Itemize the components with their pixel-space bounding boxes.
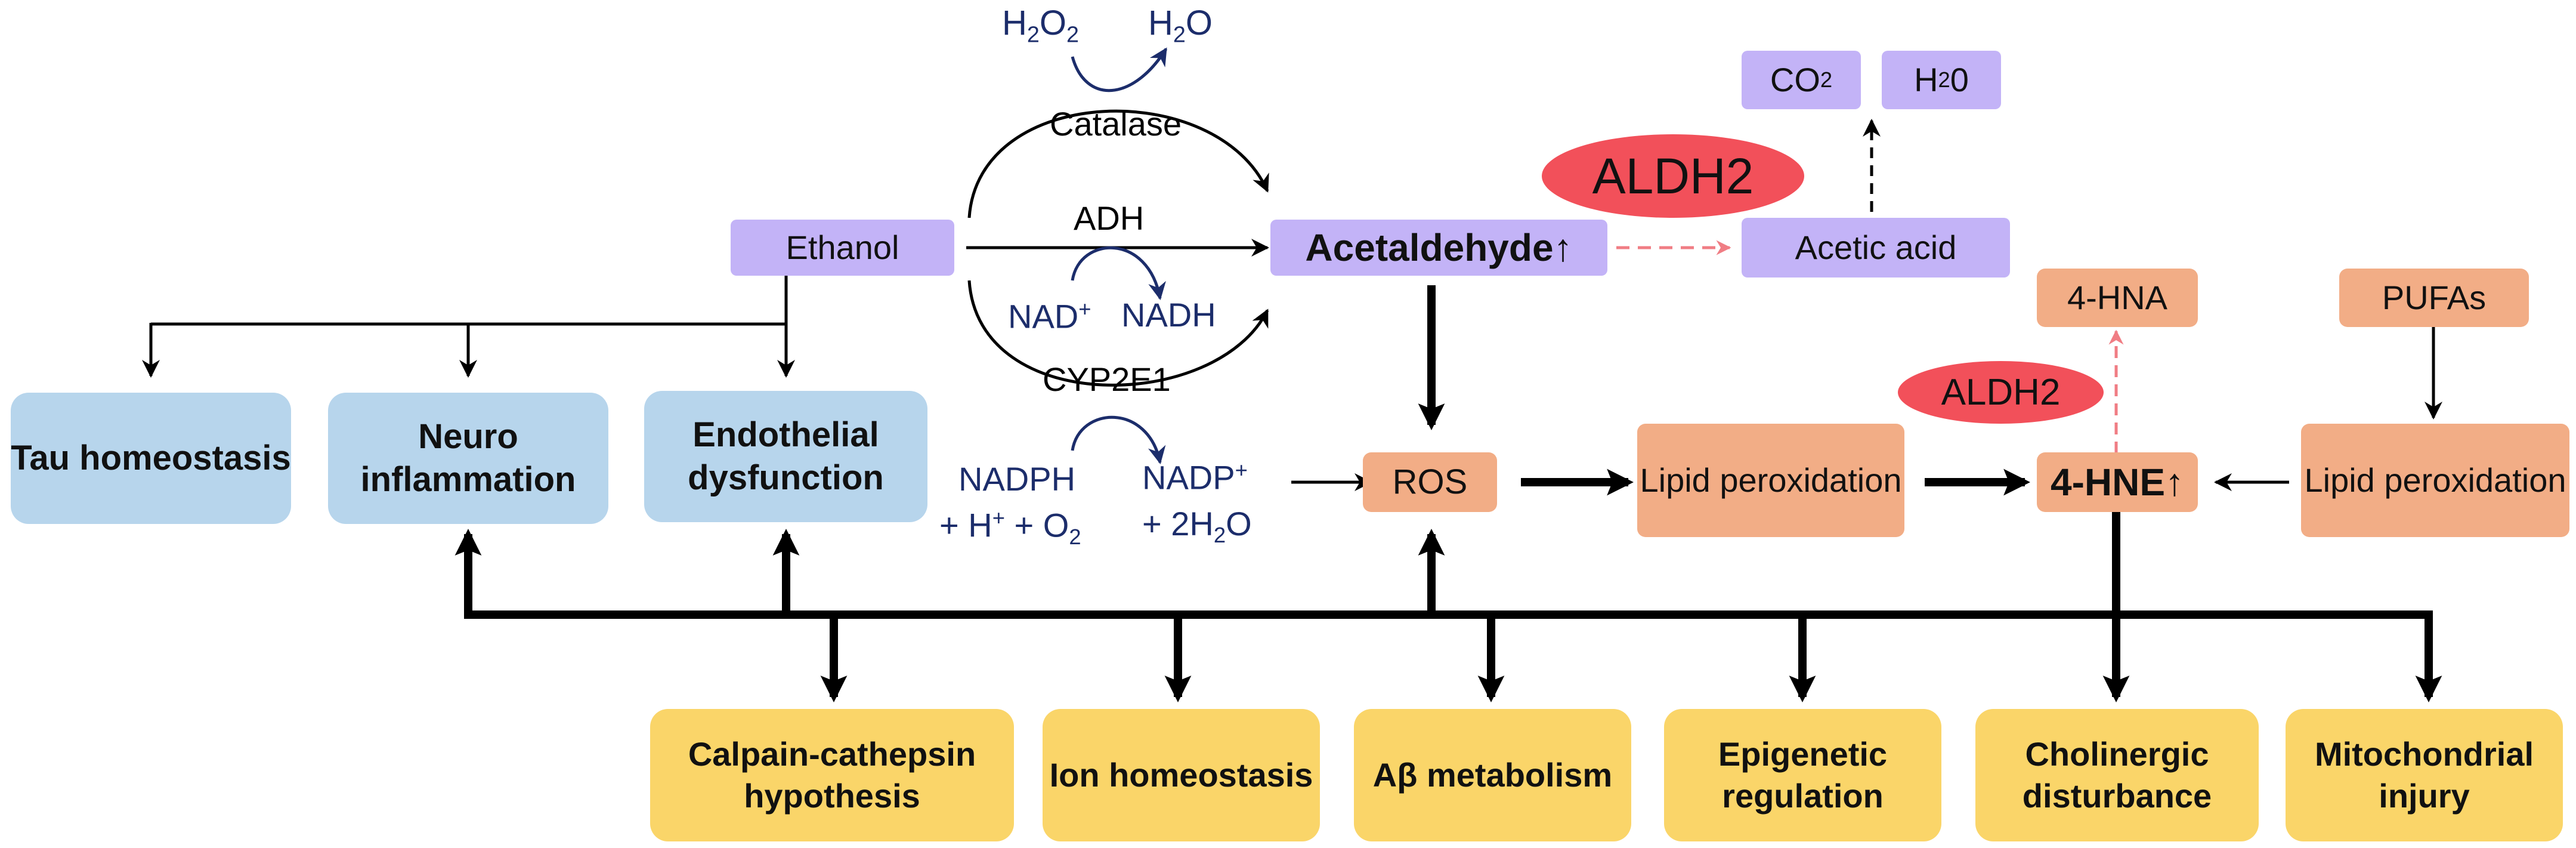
lipid-peroxidation-node: Lipid peroxidation [1637, 424, 1904, 537]
cyp2e1-label: CYP2E1 [1043, 360, 1171, 398]
cholinergic-disturbance-box: Cholinergic disturbance [1975, 709, 2259, 841]
ros-node: ROS [1363, 452, 1497, 512]
catalase-arc [967, 109, 1269, 218]
catalase-label: Catalase [1050, 105, 1182, 143]
h2o2-label: H2O2 [1002, 4, 1079, 47]
mitochondrial-injury-box: Mitochondrial injury [2286, 709, 2563, 841]
nadph-label: NADPH [958, 460, 1076, 498]
adh-label: ADH [1074, 199, 1145, 237]
nadph-cofactor-arc [1071, 415, 1166, 464]
calpain-cathepsin-box: Calpain-cathepsin hypothesis [650, 709, 1014, 841]
nad-cofactor-arc [1071, 246, 1166, 300]
acetic-acid-node: Acetic acid [1742, 218, 2010, 277]
aldh2-ellipse-mid: ALDH2 [1898, 361, 2104, 424]
cyp2e1-arc [967, 280, 1269, 387]
neuro-inflammation-box: Neuro inflammation [328, 393, 608, 524]
h2o2-cofactor-arc [1071, 47, 1168, 92]
2h2o-label: + 2H2O [1142, 505, 1252, 548]
nadh-label: NADH [1121, 296, 1216, 334]
hne-node: 4-HNE↑ [2037, 452, 2198, 512]
aldh2-ellipse-top: ALDH2 [1542, 134, 1804, 218]
ethanol-node: Ethanol [731, 220, 954, 276]
nadph-h-o2-label: + H+ + O2 [939, 505, 1081, 549]
endothelial-dysfunction-box: Endothelial dysfunction [644, 391, 927, 522]
nad-label: NAD+ [1008, 297, 1091, 335]
pufas-node: PUFAs [2339, 269, 2529, 327]
acetaldehyde-node: Acetaldehyde↑ [1270, 220, 1607, 276]
tau-homeostasis-box: Tau homeostasis [11, 393, 291, 524]
ion-homeostasis-box: Ion homeostasis [1043, 709, 1320, 841]
hna-node: 4-HNA [2037, 269, 2198, 327]
epigenetic-regulation-box: Epigenetic regulation [1664, 709, 1941, 841]
abeta-metabolism-box: Aβ metabolism [1354, 709, 1631, 841]
lipid-peroxidation-node-2: Lipid peroxidation [2301, 424, 2569, 537]
h2o-label: H2O [1148, 4, 1213, 47]
nadp-label: NADP+ [1142, 458, 1248, 497]
